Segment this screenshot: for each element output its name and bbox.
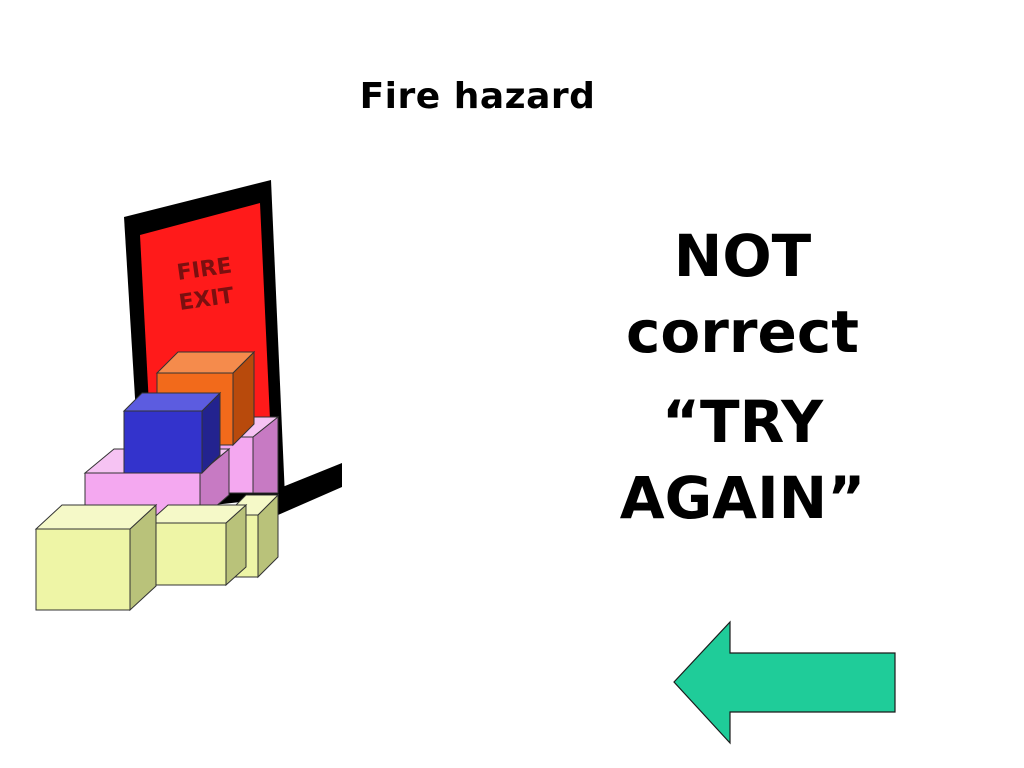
feedback-line-try: “TRY: [661, 388, 824, 456]
feedback-gap: [590, 370, 895, 384]
feedback-message: NOT correct “TRY AGAIN”: [590, 218, 895, 536]
slide-title: Fire hazard: [359, 76, 596, 117]
feedback-line-again: AGAIN”: [619, 464, 866, 532]
left-arrow-icon[interactable]: [673, 620, 896, 745]
yellow-box-left: [34, 503, 158, 612]
fire-exit-blocked-illustration: FIRE EXIT: [34, 180, 342, 612]
feedback-line-not: NOT: [673, 222, 812, 290]
yellow-box-middle: [146, 503, 248, 587]
blue-box: [122, 391, 222, 475]
back-arrow-button[interactable]: [672, 620, 900, 745]
feedback-line-correct: correct: [626, 298, 859, 366]
